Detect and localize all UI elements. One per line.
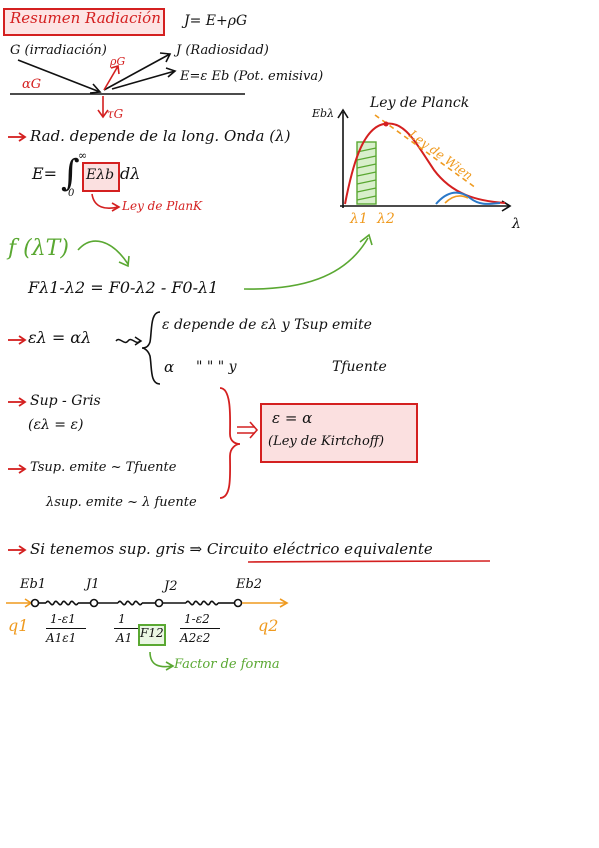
grey-surface: Sup - Gris [30,393,101,409]
j1-node: J1 [86,577,100,592]
transmitted-label: τG [107,107,124,121]
emissive-power-label: E=ε Eb (Pot. emisiva) [180,69,324,84]
resistance-2-bar [114,628,138,629]
circuit-statement: Si tenemos sup. gris ⇒ Circuito eléctric… [30,540,433,558]
surface-diagram [10,52,245,95]
kirchhoff-law: (Ley de Kirtchoff) [268,434,385,449]
planck-law-note: Ley de PlanK [122,199,203,213]
emissivity-dependence: ε depende de ελ y Tsup emite [162,317,372,333]
planck-chart [337,108,512,212]
source-temperature: Tfuente [332,359,387,375]
wavelength-condition: λsup. emite ~ λ fuente [46,495,197,510]
f-lambda-arrow [77,240,129,265]
q2-label: q2 [258,616,279,635]
eb2-node: Eb2 [236,577,263,592]
radiosity-label: J (Radiosidad) [176,43,269,58]
implies-arrow [237,421,259,439]
planck-x-label: λ [512,216,521,232]
page-title: Resumen Radiación [10,9,161,27]
view-factor-note: Factor de forma [174,657,280,672]
circuit-underline [247,560,491,563]
brace-left [141,311,161,385]
planck-y-label: Ebλ [312,107,335,120]
brace-right [219,387,241,499]
j2-node: J2 [164,579,178,594]
view-factor: F12 [140,626,164,640]
absorbed-label: αG [22,77,42,92]
f-to-chart-arrow [243,237,369,290]
resistance-2-num: 1 [118,612,126,626]
bullet-arrows [8,132,27,555]
radiosity-formula: J= E+ρG [184,13,248,29]
ditto-marks: " " " y [196,359,237,375]
integral-sign: ∫ [61,153,80,194]
resistance-1-den: A1ε1 [46,631,77,645]
q1-label: q1 [8,616,29,635]
planck-title: Ley de Planck [370,95,470,111]
grey-surface-condition: (ελ = ε) [28,417,84,433]
planck-term-box [82,162,120,192]
surface-red-arrows [97,64,120,119]
resistance-3-bar [180,628,220,629]
title-box [3,8,165,36]
emissivity-equality: ελ = αλ [28,328,92,347]
factor-arrow [149,651,173,668]
irradiation-label: G (irradiación) [10,43,107,58]
resistance-3-num: 1-ε2 [184,612,210,626]
temperature-condition: Tsup. emite ~ Tfuente [30,460,177,475]
eb1-node: Eb1 [20,577,47,592]
resistance-1-bar [46,628,86,629]
f-lambda-t: f (λT) [8,236,69,261]
wavelength-dependence: Rad. depende de la long. Onda (λ) [30,127,291,145]
resistance-1-num: 1-ε1 [50,612,76,626]
lambda2-label: λ2 [377,211,395,227]
integral-upper: ∞ [78,149,88,162]
band-fraction-formula: Fλ1-λ2 = F0-λ2 - F0-λ1 [28,278,219,297]
kirchhoff-equality: ε = α [272,409,313,427]
circuit [6,598,289,608]
ley-planck-arrow [91,193,119,210]
integral-lhs: E= [32,164,58,183]
resistance-3-den: A2ε2 [180,631,211,645]
lambda1-label: λ1 [350,211,368,227]
kirchhoff-box [260,403,418,463]
view-factor-box [138,624,166,646]
planck-term: Eλb [86,167,115,183]
squiggle-arrow [115,338,141,344]
integral-lower: 0 [68,188,75,199]
reflected-label: ρG [110,55,126,68]
dlambda: dλ [120,164,141,183]
resistance-2-den: A1 [116,631,133,645]
alpha-symbol: α [164,358,175,376]
